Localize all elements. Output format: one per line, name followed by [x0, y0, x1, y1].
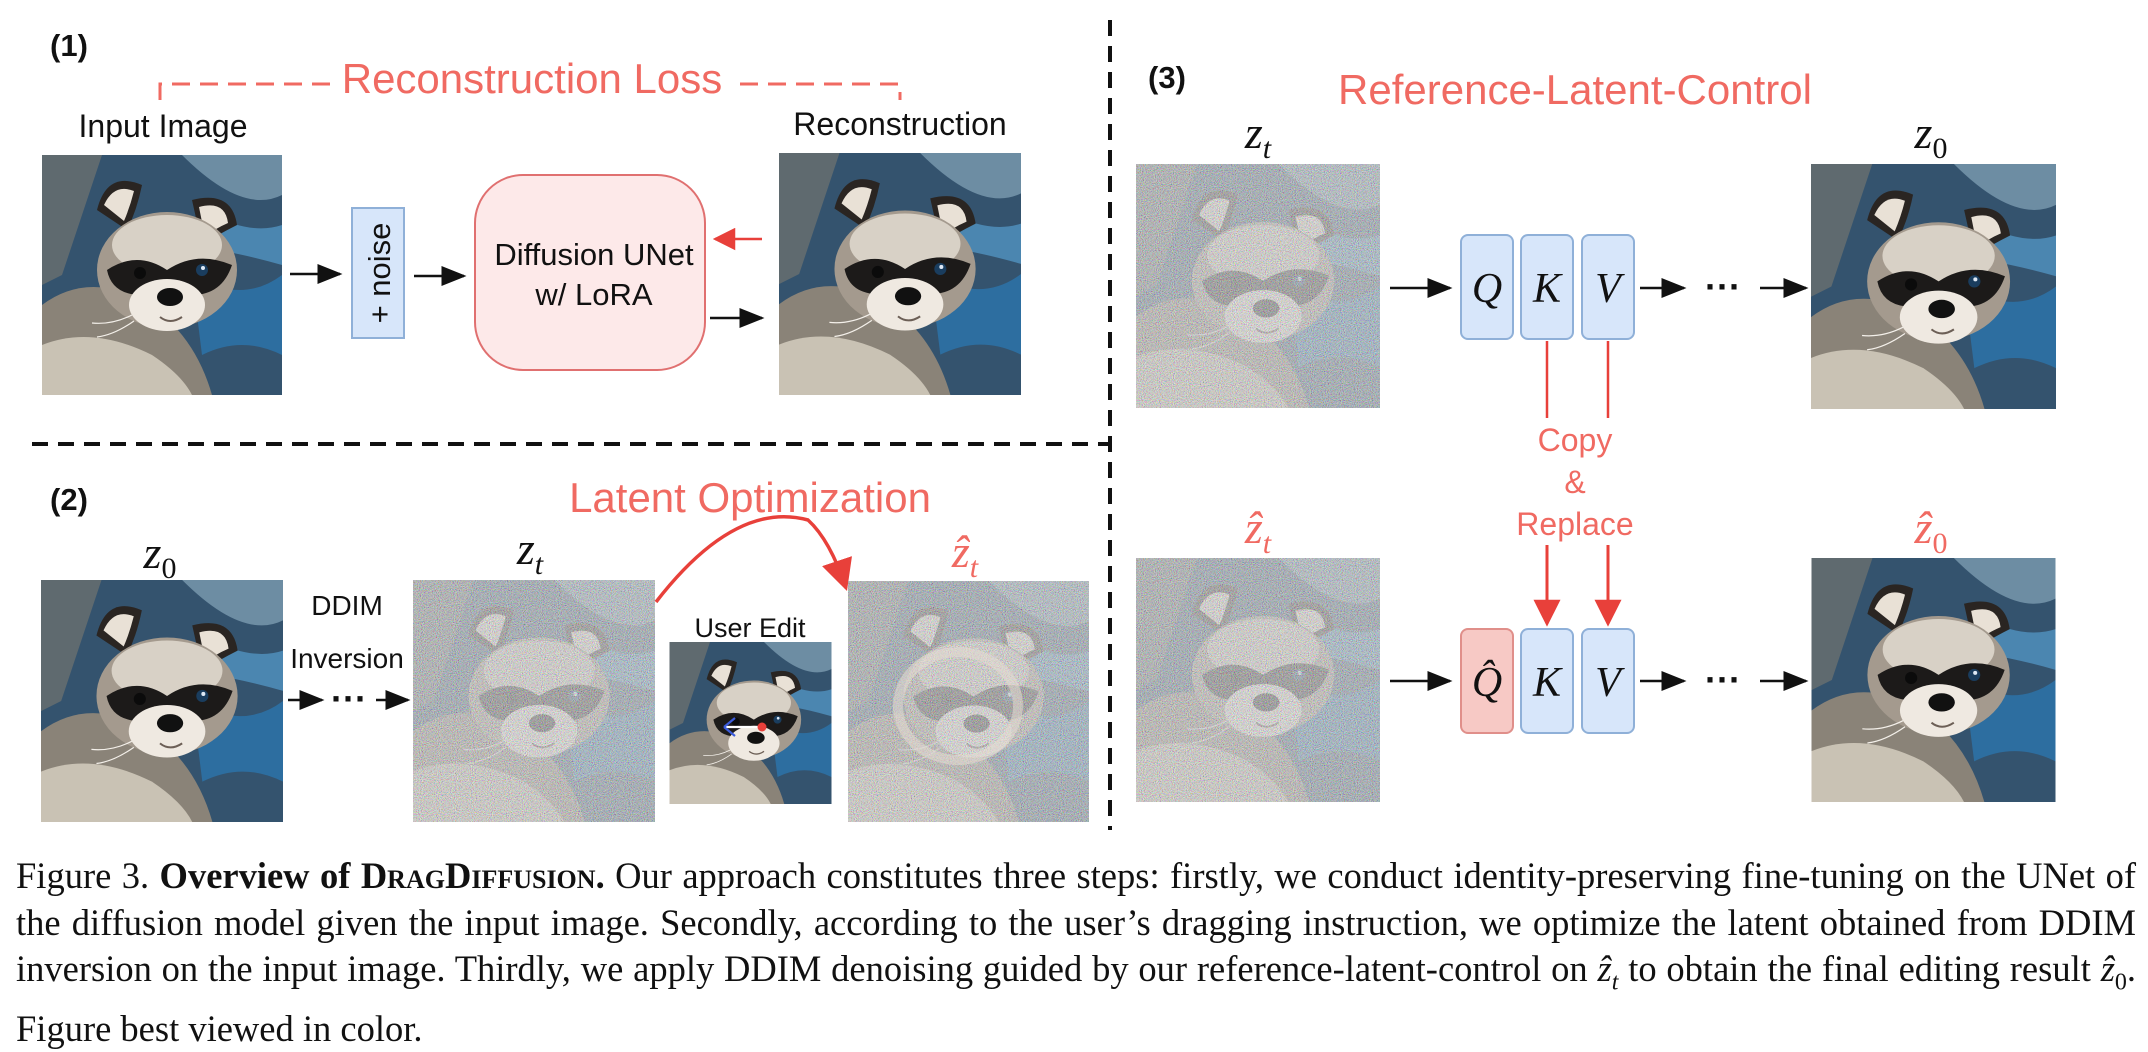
caption-bold-lead: Overview of DragDiffusion. — [159, 855, 605, 896]
p3-top-ellipsis: ··· — [1705, 266, 1741, 307]
reference-latent-control-title: Reference-Latent-Control — [1338, 66, 1812, 113]
zhat-t-label-p2: ẑt — [951, 526, 979, 584]
p3-zhat-0-image — [1811, 558, 2056, 802]
qhat-label: Q̂ — [1472, 659, 1502, 706]
copy-label-line2: & — [1564, 464, 1585, 500]
v-box-bottom — [1581, 628, 1635, 734]
ddim-ellipsis: ··· — [331, 678, 367, 719]
user-edit-image — [669, 642, 832, 804]
drag-arrow-head — [723, 717, 736, 737]
copy-label-line3: Replace — [1516, 506, 1633, 542]
latent-optimization-arrow — [654, 515, 852, 604]
optimized-latent-ring — [893, 647, 1023, 765]
caption-text-3: . Figure best viewed in color. — [16, 948, 2137, 1049]
v-label-bottom: V — [1595, 660, 1625, 706]
ddim-label-line2: Inversion — [290, 643, 404, 674]
panel-label-2: (2) — [50, 482, 88, 517]
caption-figure-number: Figure 3. — [16, 855, 150, 896]
latent-optimization-title: Latent Optimization — [569, 474, 931, 521]
noise-box — [351, 207, 405, 339]
panel-label-3: (3) — [1148, 60, 1186, 95]
k-box-bottom — [1520, 628, 1574, 734]
caption-text-1: Our approach constitutes three steps: fi… — [16, 855, 2137, 989]
p3-zhat-0-label: ẑ0 — [1914, 502, 1948, 560]
panel-label-1: (1) — [50, 28, 88, 63]
p3-zhat-t-image — [1136, 558, 1380, 802]
q-box — [1460, 234, 1514, 340]
user-edit-label: User Edit — [694, 613, 806, 643]
noise-label: + noise — [362, 223, 397, 324]
unet-label-line2: w/ LoRA — [534, 277, 652, 312]
q-label: Q — [1472, 266, 1502, 312]
unet-label-line1: Diffusion UNet — [494, 237, 694, 272]
z0-label: z0 — [143, 527, 177, 585]
figure-caption: Figure 3. Overview of DragDiffusion. Our… — [16, 853, 2136, 1052]
reconstruction-image — [778, 153, 1022, 395]
copy-label-line1: Copy — [1538, 422, 1613, 458]
caption-text-2: to obtain the final editing result — [1628, 948, 2091, 989]
zhat-t-image-p2 — [848, 581, 1089, 822]
caption-symbol-zhat-0: ẑ0 — [2100, 948, 2127, 996]
p3-zt-label: zt — [1244, 107, 1272, 165]
drag-handle-point — [757, 722, 767, 732]
v-box — [1581, 234, 1635, 340]
input-image-label: Input Image — [79, 108, 248, 144]
reconstruction-label: Reconstruction — [793, 106, 1006, 142]
unet-box — [474, 174, 706, 371]
z0-image — [41, 580, 283, 822]
p3-zt-image — [1136, 164, 1380, 408]
p3-zhat-t-label: ẑt — [1244, 502, 1272, 560]
p3-z0-image — [1811, 164, 2056, 409]
caption-symbol-zhat-t: ẑt — [1597, 948, 1619, 996]
reconstruction-loss-title: Reconstruction Loss — [342, 55, 723, 102]
ddim-label-line1: DDIM — [311, 590, 383, 621]
p3-bottom-ellipsis: ··· — [1705, 659, 1741, 700]
input-image — [41, 155, 283, 395]
reconstruction-loss-bracket — [158, 82, 902, 100]
figure-diagram: (1) Reconstruction Loss Input Image Reco… — [32, 20, 2056, 830]
v-label: V — [1595, 266, 1625, 312]
p3-z0-label: z0 — [1914, 107, 1948, 165]
k-label: K — [1532, 266, 1563, 312]
k-label-bottom: K — [1532, 660, 1563, 706]
k-box — [1520, 234, 1574, 340]
caption-method-name: DragDiffusion — [360, 855, 596, 896]
zt-noisy-image — [413, 580, 655, 822]
zt-label: zt — [516, 523, 544, 581]
qhat-box — [1460, 628, 1514, 734]
